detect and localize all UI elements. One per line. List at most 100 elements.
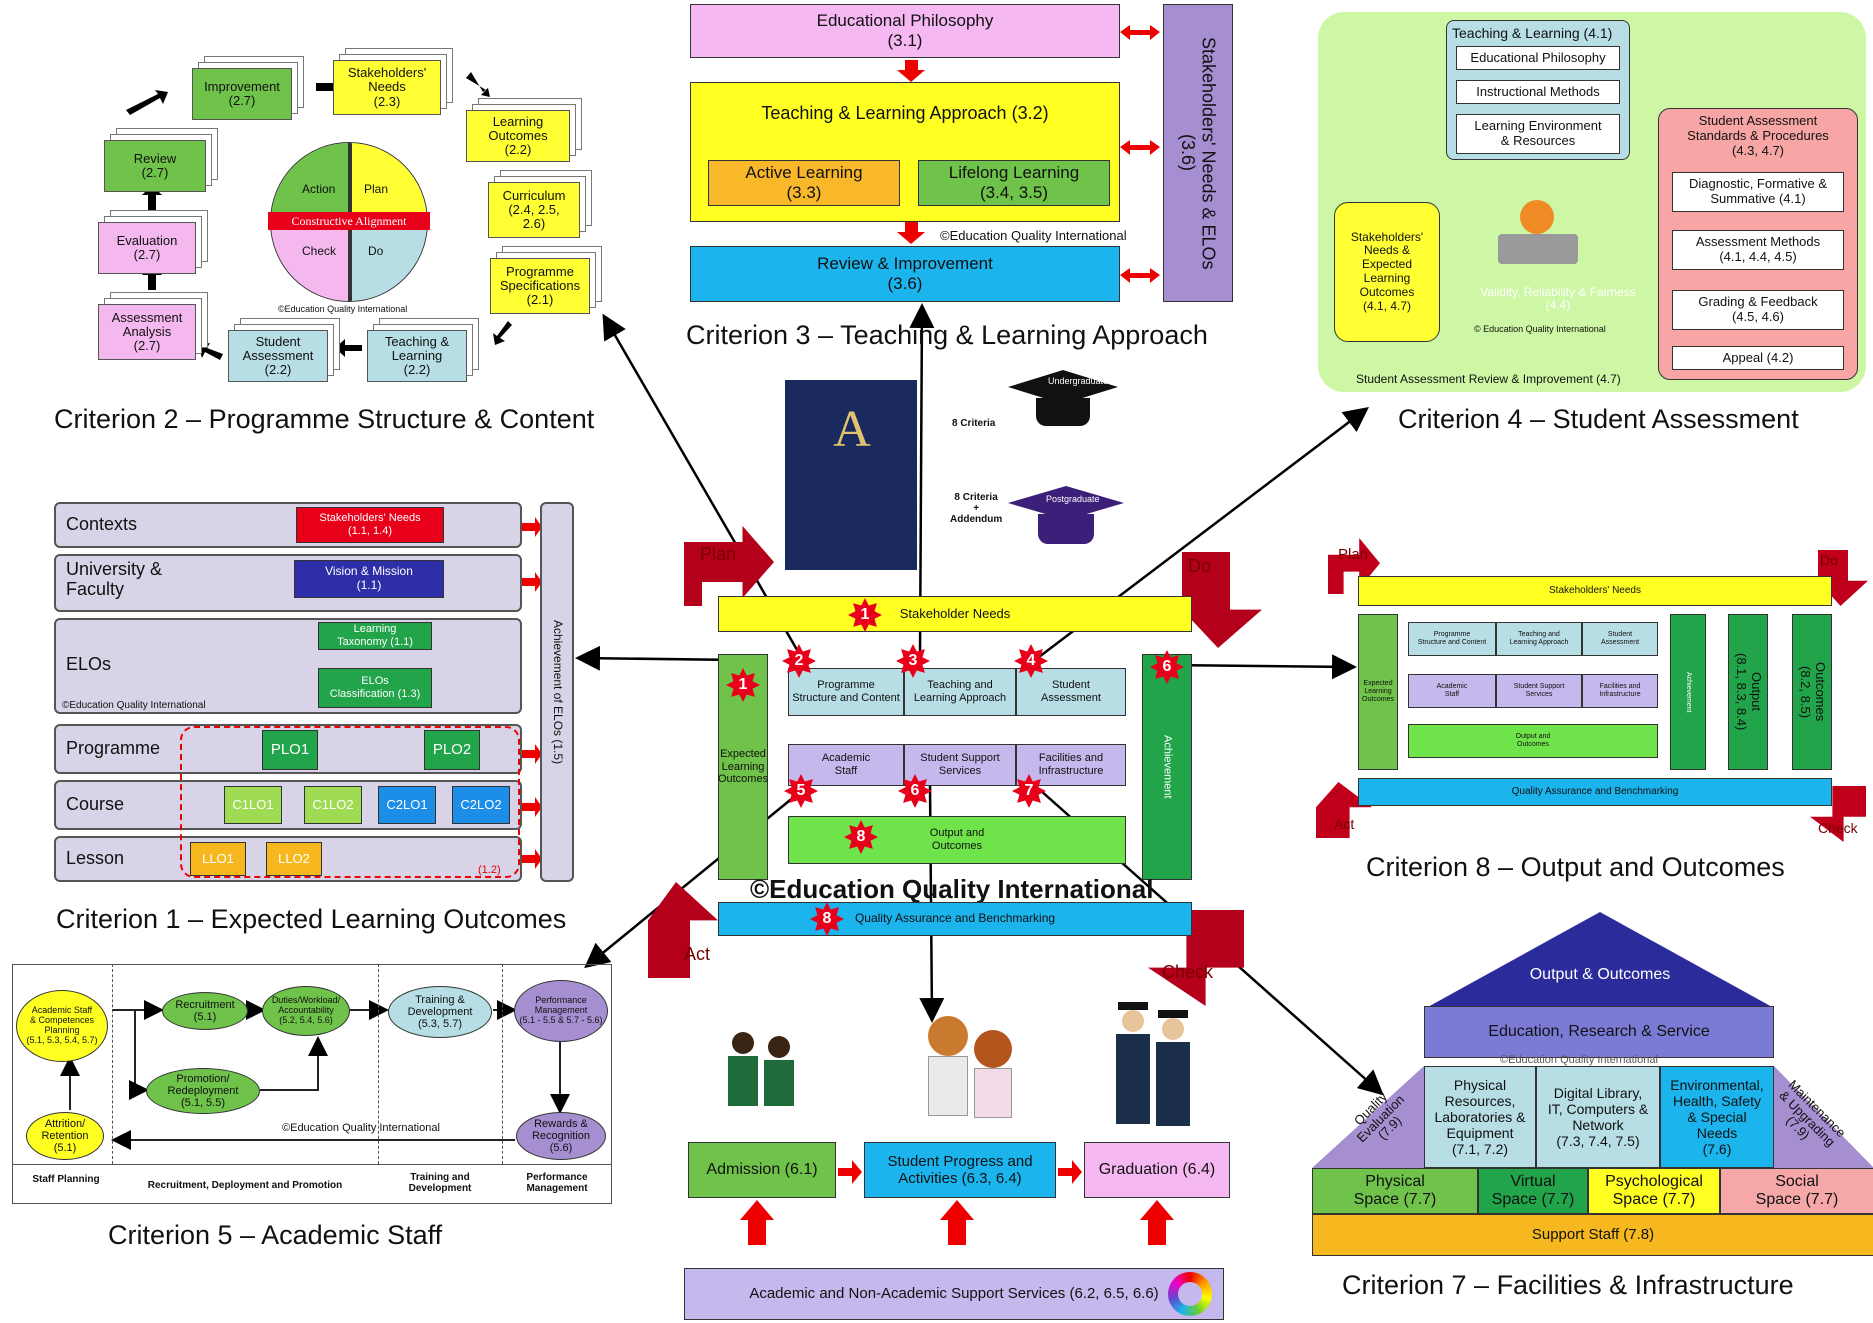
c8-achievement: Achievement [1670, 614, 1706, 770]
c8-prog: Programme Structure and Content [1408, 622, 1496, 656]
c7-physical-resources: Physical Resources, Laboratories & Equip… [1424, 1066, 1536, 1168]
c7-physical-space: Physical Space (7.7) [1312, 1168, 1478, 1214]
c1-c1lo1: C1LO1 [224, 786, 282, 824]
student-pair-icon [920, 1016, 1020, 1134]
c5-rewards: Rewards & Recognition (5.6) [516, 1112, 606, 1160]
c1-ref: (1.2) [478, 864, 501, 876]
c2-student-assessment: Student Assessment (2.2) [228, 330, 328, 382]
c2-pdca-do: Do [368, 244, 384, 258]
center-star-2: 2 [782, 644, 816, 678]
c5-footer-4: Performance Management [526, 1172, 588, 1194]
c7-social-space: Social Space (7.7) [1720, 1168, 1873, 1214]
c4-stakeholders-needs: Stakeholders' Needs & Expected Learning … [1334, 202, 1440, 342]
c2-pdca-action: Action [302, 182, 336, 196]
c5-footer-1: Staff Planning [32, 1174, 100, 1185]
center-plan-label: Plan [700, 544, 737, 564]
caption-criterion-7: Criterion 7 – Facilities & Infrastructur… [1342, 1270, 1794, 1300]
c4-instructional-methods: Instructional Methods [1456, 80, 1620, 104]
caption-criterion-1: Criterion 1 – Expected Learning Outcomes [56, 904, 567, 934]
c1-copyright: ©Education Quality International [62, 700, 206, 711]
c7-copyright: ©Education Quality International [1500, 1054, 1658, 1066]
c7-ers: Education, Research & Service [1424, 1006, 1774, 1058]
c1-label-course: Course [66, 794, 125, 814]
center-act-label: Act [684, 944, 711, 964]
c1-plo2: PLO2 [424, 730, 480, 770]
c1-row-course [54, 780, 522, 830]
students-figures-icon [728, 1032, 796, 1132]
c7-digital-library: Digital Library, IT, Computers & Network… [1536, 1066, 1660, 1168]
c7-environmental: Environmental, Health, Safety & Special … [1660, 1066, 1774, 1168]
center-star-5: 5 [784, 774, 818, 808]
c2-learning-outcomes: Learning Outcomes (2.2) [466, 110, 570, 162]
c2-stakeholders: Stakeholders' Needs (2.3) [333, 60, 441, 115]
c8-outcomes: Outcomes (8.2, 8.5) [1792, 614, 1832, 770]
book-logo-icon: A [833, 401, 871, 458]
c8-do-label: Do [1820, 552, 1838, 568]
c2-pdca-plan: Plan [364, 182, 389, 196]
c1-dashed-area [180, 726, 520, 878]
c1-label-lesson: Lesson [66, 848, 125, 868]
c6-graduation: Graduation (6.4) [1084, 1142, 1230, 1198]
graduates-icon [1116, 1000, 1192, 1132]
postgraduate-cap-icon: Postgraduate [1008, 486, 1124, 578]
c1-row-elos [54, 618, 522, 714]
c4-educational-philosophy: Educational Philosophy [1456, 46, 1620, 70]
c4-copyright: © Education Quality International [1474, 324, 1606, 334]
book-cover [785, 380, 917, 570]
center-star-achievement: 6 [1150, 650, 1184, 684]
c4-validity-label: Validity, Reliability & Fairness (4.4) [1480, 285, 1636, 313]
c4-diagnostic: Diagnostic, Formative & Summative (4.1) [1672, 172, 1844, 212]
c8-stakeholders: Stakeholders' Needs [1358, 576, 1832, 606]
center-star-8: 8 [844, 820, 878, 854]
c1-label-contexts: Contexts [66, 514, 138, 534]
c8-support: Student Support Services [1496, 674, 1582, 708]
c5-training: Training & Development (5.3, 5.7) [388, 986, 492, 1038]
c2-pdca-circle [270, 142, 428, 302]
c7-psych-space: Psychological Space (7.7) [1588, 1168, 1720, 1214]
c8-act-label: Act [1334, 816, 1355, 832]
c1-label-programme: Programme [66, 738, 161, 758]
c6-admission: Admission (6.1) [688, 1142, 836, 1198]
center-prog-structure: Programme Structure and Content [788, 668, 904, 716]
c4-standards-title: Student Assessment Standards & Procedure… [1687, 113, 1829, 158]
center-star-3: 3 [896, 644, 930, 678]
c1-label-university: University & Faculty [66, 559, 163, 599]
center-star-1b: 1 [726, 668, 760, 702]
c5-promotion: Promotion/ Redeployment (5.1, 5.5) [146, 1068, 260, 1114]
c8-output-outcomes: Output and Outcomes [1408, 724, 1658, 758]
center-academic-staff: Academic Staff [788, 744, 904, 786]
c5-duties: Duties/Workload/ Accountability (5.2, 5.… [262, 986, 350, 1036]
c1-learning-taxonomy: Learning Taxonomy (1.1) [318, 622, 432, 650]
c1-plo1: PLO1 [262, 730, 318, 770]
c4-tl-title: Teaching & Learning (4.1) [1452, 25, 1613, 41]
c8-qa: Quality Assurance and Benchmarking [1358, 778, 1832, 806]
c1-label-elos: ELOs [66, 654, 112, 674]
c4-assessment-methods: Assessment Methods (4.1, 4.4, 4.5) [1672, 230, 1844, 270]
c5-footer-3: Training and Development [408, 1172, 472, 1194]
c5-performance: Performance Management (5.1 - 5.5 & 5.7 … [514, 980, 608, 1042]
c1-stakeholders-needs: Stakeholders' Needs (1.1, 1.4) [296, 507, 444, 543]
c1-elos-classification: ELOs Classification (1.3) [318, 668, 432, 708]
center-star-qa: 8 [810, 902, 844, 936]
eight-criteria: 8 Criteria [952, 418, 996, 429]
c8-elo: Expected Learning Outcomes [1358, 614, 1398, 770]
c2-curriculum: Curriculum (2.4, 2.5, 2.6) [488, 182, 580, 238]
c2-assessment-analysis: Assessment Analysis (2.7) [98, 304, 196, 360]
center-achievement: Achievement [1142, 654, 1192, 880]
c4-learner-figure [1490, 190, 1586, 270]
c2-improvement: Improvement (2.7) [192, 68, 292, 120]
c8-check-label: Check [1818, 820, 1858, 836]
c5-footer-2: Recruitment, Deployment and Promotion [147, 1180, 343, 1191]
c5-attrition: Attrition/ Retention (5.1) [26, 1112, 104, 1160]
c1-row-contexts [54, 502, 522, 548]
caption-criterion-8: Criterion 8 – Output and Outcomes [1366, 852, 1785, 882]
c5-planning: Academic Staff & Competences Planning (5… [16, 990, 108, 1062]
c1-row-university [54, 554, 522, 612]
center-star-6: 6 [898, 774, 932, 808]
c2-programme-specifications: Programme Specifications (2.1) [490, 258, 590, 314]
c5-frame [12, 964, 612, 1204]
caption-criterion-5: Criterion 5 – Academic Staff [108, 1220, 443, 1250]
c3-educational-philosophy: Educational Philosophy (3.1) [690, 4, 1120, 58]
c2-constructive-alignment-band: Constructive Alignment [268, 212, 430, 230]
center-support-services: Student Support Services [904, 744, 1016, 786]
